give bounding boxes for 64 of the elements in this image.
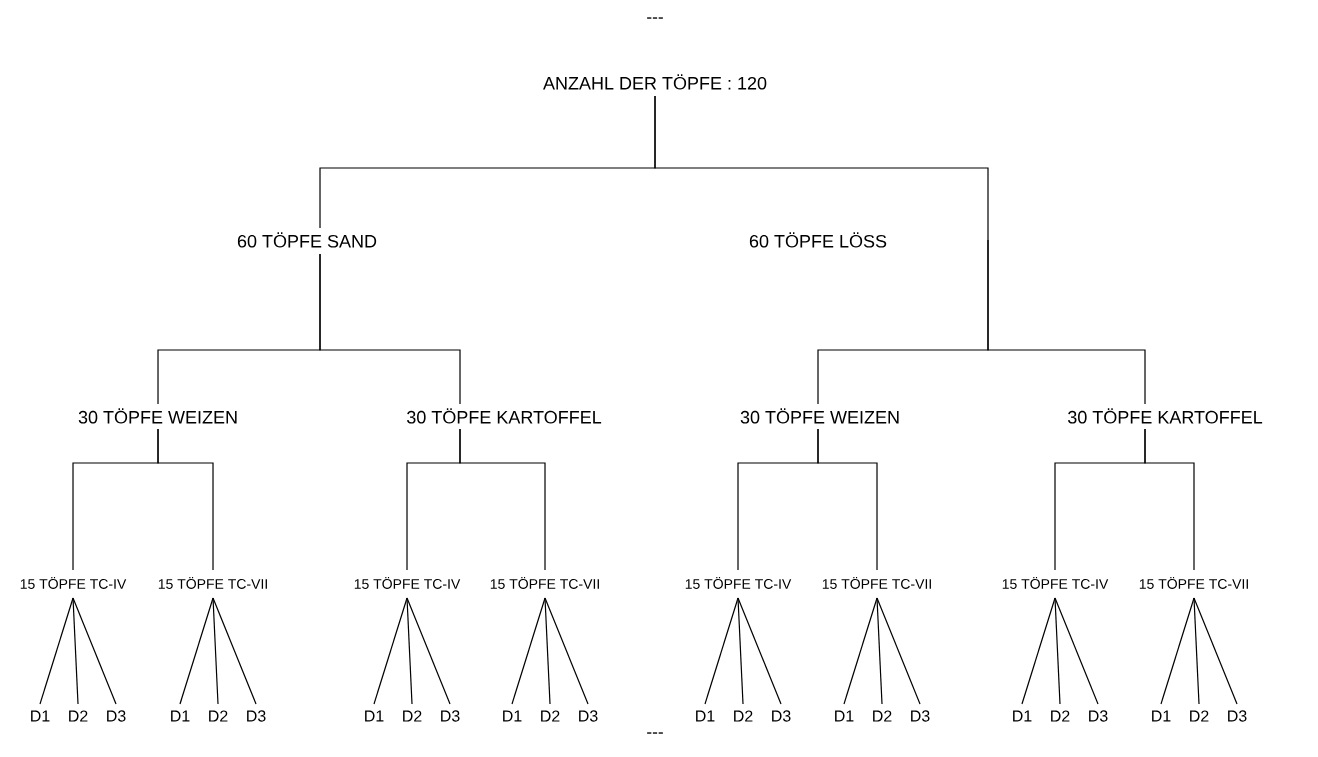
tree-label: 15 TÖPFE TC-VII [1139, 577, 1248, 589]
leaf-label: D3 [1228, 710, 1247, 722]
connector-line [544, 597, 589, 705]
leaf-label: D1 [1152, 710, 1171, 722]
tree-label: 30 TÖPFE KARTOFFEL [1068, 408, 1263, 424]
leaf-label: D1 [835, 710, 854, 722]
leaf-label: D3 [1089, 710, 1108, 722]
leaf-label: D3 [911, 710, 930, 722]
leaf-label: D1 [31, 710, 50, 722]
tree-label: ANZAHL DER TÖPFE : 120 [543, 74, 767, 90]
connector-line [319, 253, 461, 405]
connector-line [157, 428, 214, 571]
connector-line [1144, 428, 1195, 571]
leaf-label: D1 [171, 710, 190, 722]
connector-line [737, 597, 744, 705]
tree-label: 30 TÖPFE WEIZEN [78, 408, 237, 424]
leaf-label: D2 [541, 710, 560, 722]
leaf-label: D3 [247, 710, 266, 722]
connector-line [876, 597, 921, 705]
connector-line [1054, 597, 1099, 705]
leaf-label: D1 [1013, 710, 1032, 722]
connector-line [1193, 597, 1200, 705]
tree-label: 30 TÖPFE KARTOFFEL [407, 408, 602, 424]
tree-label: 60 TÖPFE SAND [237, 232, 377, 248]
connector-line [406, 597, 413, 705]
connector-line [1193, 597, 1238, 705]
leaf-label: D2 [1051, 710, 1070, 722]
connector-line [406, 597, 451, 705]
leaf-label: D1 [503, 710, 522, 722]
tree-label: 60 TÖPFE LÖSS [749, 232, 887, 248]
leaf-label: D1 [696, 710, 715, 722]
connector-line [212, 597, 257, 705]
connector-line [876, 597, 883, 705]
connector-line [72, 597, 117, 705]
leaf-label: D2 [69, 710, 88, 722]
leaf-label: D3 [772, 710, 791, 722]
connector-line [1054, 597, 1061, 705]
tree-label: 15 TÖPFE TC-IV [685, 577, 792, 589]
leaf-label: D3 [441, 710, 460, 722]
leaf-label: D1 [365, 710, 384, 722]
tree-label: 15 TÖPFE TC-IV [20, 577, 127, 589]
leaf-label: D3 [107, 710, 126, 722]
leaf-label: D2 [734, 710, 753, 722]
dash-mark: --- [647, 17, 663, 19]
leaf-label: D2 [209, 710, 228, 722]
tree-label: 15 TÖPFE TC-IV [1002, 577, 1109, 589]
connector-line [212, 597, 219, 705]
connector-line [654, 95, 989, 241]
tree-label: 15 TÖPFE TC-VII [158, 577, 267, 589]
connector-line [817, 428, 878, 571]
connector-line [987, 239, 1146, 405]
dash-mark: --- [647, 732, 663, 734]
leaf-label: D2 [1190, 710, 1209, 722]
connector-line [459, 428, 546, 571]
connector-line [544, 597, 551, 705]
tree-label: 15 TÖPFE TC-VII [490, 577, 599, 589]
connector-line [72, 597, 79, 705]
tree-label: 15 TÖPFE TC-VII [822, 577, 931, 589]
connector-line [737, 597, 782, 705]
tree-label: 30 TÖPFE WEIZEN [740, 408, 899, 424]
leaf-label: D3 [579, 710, 598, 722]
tree-label: 15 TÖPFE TC-IV [354, 577, 461, 589]
leaf-label: D2 [403, 710, 422, 722]
leaf-label: D2 [873, 710, 892, 722]
